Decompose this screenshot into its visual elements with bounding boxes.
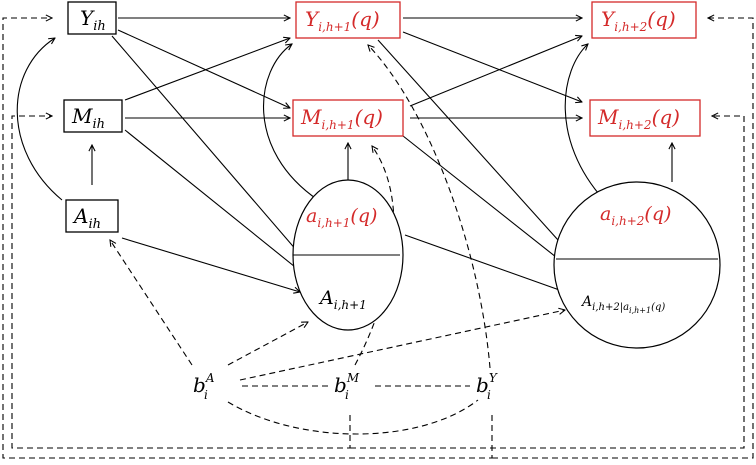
node-m-ih: Mih bbox=[63, 99, 123, 133]
svg-text:Mih: Mih bbox=[71, 104, 105, 132]
edge-aih-to-yih bbox=[16, 38, 63, 201]
edge-mh1-to-yh2 bbox=[409, 36, 582, 107]
edge-ba-to-ah1 bbox=[227, 322, 308, 366]
node-y-h1: Yi,h+1(q) bbox=[295, 1, 401, 39]
edge-yih-to-mh1 bbox=[117, 29, 290, 108]
svg-text:i: i bbox=[345, 388, 349, 402]
edge-ba-to-aih bbox=[110, 240, 193, 366]
node-ellipse-h1: ai,h+1(q) Ai,h+1 bbox=[292, 179, 404, 331]
svg-text:Yih: Yih bbox=[80, 6, 106, 34]
node-a-ih: Aih bbox=[65, 199, 119, 233]
edge-ba-by bbox=[227, 399, 479, 435]
edge-mih-to-yh1 bbox=[124, 38, 290, 101]
node-y-ih: Yih bbox=[67, 1, 117, 35]
svg-text:Yi,h+2(q): Yi,h+2(q) bbox=[601, 7, 676, 34]
node-b-y: bY i bbox=[476, 371, 498, 402]
dashed-edges bbox=[2, 18, 754, 459]
node-ellipse-h2: ai,h+2(q) Ai,h+2|ai,h+1(q) bbox=[553, 181, 721, 349]
edge-bm-to-mh2 bbox=[350, 116, 745, 449]
edge-aih-to-ah1 bbox=[121, 237, 300, 292]
edge-ah1-to-yh1 bbox=[262, 44, 319, 201]
node-b-m: bM i bbox=[334, 371, 360, 402]
edge-mih-to-ah1 bbox=[124, 129, 305, 275]
node-m-h1: Mi,h+1(q) bbox=[292, 99, 404, 137]
node-b-a: bA i bbox=[193, 371, 215, 402]
svg-text:bA: bA bbox=[193, 371, 215, 397]
ellipse-h2-top-label: ai,h+2(q) bbox=[600, 203, 671, 228]
edge-mh1-to-ah2 bbox=[397, 131, 585, 280]
svg-text:Mi,h+1(q): Mi,h+1(q) bbox=[300, 105, 383, 132]
edge-yh1-to-mh2 bbox=[402, 31, 582, 102]
svg-text:bY: bY bbox=[476, 371, 498, 397]
edge-bm-to-mih bbox=[11, 116, 351, 449]
node-m-h2: Mi,h+2(q) bbox=[589, 99, 701, 137]
node-y-h2: Yi,h+2(q) bbox=[591, 1, 697, 39]
svg-text:bM: bM bbox=[334, 371, 360, 397]
svg-text:Aih: Aih bbox=[72, 204, 101, 232]
svg-text:i: i bbox=[204, 388, 208, 402]
edge-yh1-to-ah2 bbox=[377, 39, 585, 270]
ellipse-h1-bottom-label: Ai,h+1 bbox=[318, 287, 367, 312]
edge-by-to-yh1 bbox=[368, 45, 491, 369]
edge-by-to-yh2 bbox=[492, 18, 754, 459]
svg-text:i: i bbox=[487, 388, 491, 402]
edge-ah2-to-yh2 bbox=[564, 44, 605, 201]
edge-yih-to-ah1 bbox=[111, 35, 310, 266]
svg-text:Yi,h+1(q): Yi,h+1(q) bbox=[305, 7, 380, 34]
ellipse-h2-bottom-label: Ai,h+2|ai,h+1(q) bbox=[580, 294, 665, 315]
svg-text:Mi,h+2(q): Mi,h+2(q) bbox=[597, 105, 680, 132]
edge-by-to-yih bbox=[2, 18, 493, 459]
solid-edges bbox=[16, 18, 672, 292]
edge-ah1-to-ah2 bbox=[404, 234, 565, 292]
ellipse-h1-top-label: ai,h+1(q) bbox=[306, 205, 377, 230]
edge-ba-to-ah2 bbox=[239, 310, 565, 381]
